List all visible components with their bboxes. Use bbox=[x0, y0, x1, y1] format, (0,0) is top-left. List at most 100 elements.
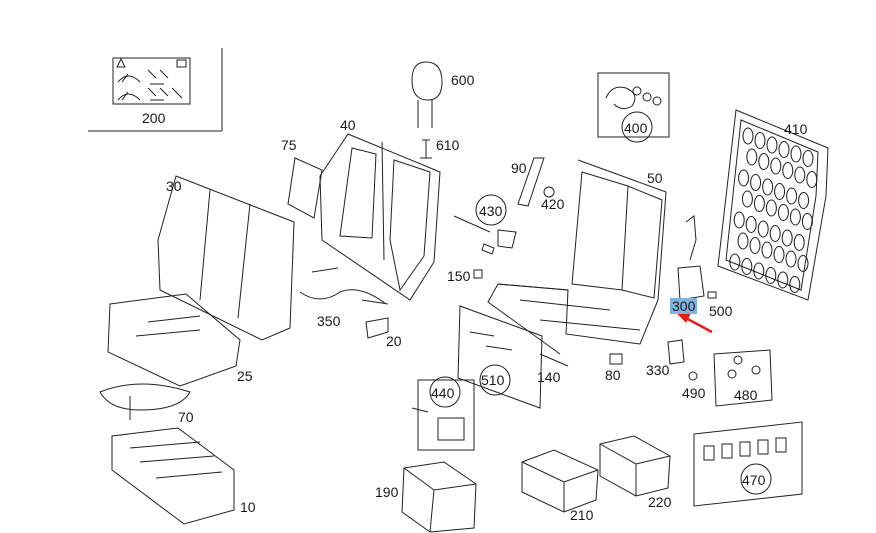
hex-cell bbox=[773, 246, 785, 263]
callout-490: 490 bbox=[682, 385, 706, 401]
hex-cell bbox=[761, 241, 773, 259]
callout-480: 480 bbox=[734, 387, 758, 403]
hex-cell bbox=[738, 169, 750, 187]
warning-label-figure bbox=[88, 48, 223, 132]
tray-220-figure bbox=[599, 435, 671, 497]
group-470-figure bbox=[693, 421, 803, 507]
callout-75: 75 bbox=[281, 137, 297, 153]
hex-cell bbox=[741, 190, 753, 208]
headrest-guide-figure bbox=[420, 139, 432, 159]
hex-cell bbox=[781, 229, 793, 247]
group-400-figure bbox=[597, 72, 670, 143]
callout-430: 430 bbox=[479, 203, 503, 219]
backrest-cushion-figure bbox=[157, 175, 295, 341]
honeycomb-mat-figure bbox=[717, 109, 829, 301]
hex-cell bbox=[785, 250, 797, 268]
hex-cell bbox=[746, 148, 758, 166]
callout-440: 440 bbox=[431, 385, 455, 401]
bolt-80-figure bbox=[609, 353, 623, 365]
callout-190: 190 bbox=[375, 484, 399, 500]
hex-cell bbox=[753, 262, 765, 280]
callout-40: 40 bbox=[340, 117, 356, 133]
hex-cells bbox=[729, 127, 818, 293]
hex-cell bbox=[762, 178, 774, 196]
hex-cell bbox=[797, 255, 809, 272]
hex-cell bbox=[782, 162, 794, 179]
hex-cell bbox=[774, 183, 786, 200]
callout-140: 140 bbox=[537, 369, 561, 385]
hex-cell bbox=[770, 157, 782, 175]
callout-300-highlighted: 300 bbox=[670, 298, 698, 314]
nut-420-figure bbox=[543, 186, 555, 198]
hex-cell bbox=[789, 208, 801, 226]
screw-150-figure bbox=[473, 269, 483, 279]
callout-420: 420 bbox=[541, 196, 565, 212]
callout-90: 90 bbox=[511, 160, 527, 176]
hex-cell bbox=[793, 234, 805, 251]
backrest-frame-figure bbox=[319, 133, 441, 301]
hex-cell bbox=[778, 141, 790, 158]
hex-cell bbox=[766, 136, 778, 154]
bracket-20-figure bbox=[365, 317, 389, 339]
hex-cell bbox=[765, 267, 777, 284]
hex-cell bbox=[754, 132, 766, 149]
hex-cell bbox=[741, 258, 753, 275]
tray-210-figure bbox=[521, 449, 599, 513]
callout-20: 20 bbox=[386, 333, 402, 349]
hex-cell bbox=[777, 204, 789, 221]
seat-cushion-figure bbox=[107, 293, 241, 387]
callout-30: 30 bbox=[166, 178, 182, 194]
group-440-figure bbox=[411, 376, 475, 451]
hex-cell bbox=[794, 166, 806, 184]
callout-350: 350 bbox=[317, 313, 341, 329]
hex-cell bbox=[749, 237, 761, 254]
callout-80: 80 bbox=[605, 367, 621, 383]
pin-140-figure bbox=[539, 353, 569, 367]
hex-cell bbox=[753, 195, 765, 212]
hex-cell bbox=[750, 174, 762, 191]
callout-200: 200 bbox=[142, 110, 166, 126]
hex-cell bbox=[765, 199, 777, 217]
callout-150: 150 bbox=[447, 268, 471, 284]
hex-cell bbox=[745, 216, 757, 233]
hex-cell bbox=[798, 192, 810, 209]
callout-500: 500 bbox=[709, 303, 733, 319]
hex-cell bbox=[806, 171, 818, 188]
group-510-figure bbox=[457, 305, 543, 409]
hex-cell bbox=[758, 153, 770, 170]
callout-25: 25 bbox=[237, 368, 253, 384]
hex-cell bbox=[777, 271, 789, 289]
hex-cell bbox=[786, 187, 798, 205]
callout-510: 510 bbox=[481, 372, 505, 388]
hex-cell bbox=[737, 232, 749, 250]
callout-220: 220 bbox=[648, 494, 672, 510]
cover-75-figure bbox=[287, 157, 323, 219]
hex-cell bbox=[769, 225, 781, 242]
callout-50: 50 bbox=[647, 170, 663, 186]
highlight-arrow bbox=[676, 313, 713, 334]
callout-330: 330 bbox=[646, 362, 670, 378]
callout-470: 470 bbox=[742, 472, 766, 488]
hex-cell bbox=[801, 213, 813, 230]
hex-cell bbox=[733, 211, 745, 229]
strap-90-figure bbox=[517, 157, 545, 207]
callout-410: 410 bbox=[784, 121, 808, 137]
hex-cell bbox=[802, 150, 814, 167]
group-480-figure bbox=[713, 349, 773, 407]
headrest-figure bbox=[411, 61, 443, 128]
group-430-figure bbox=[453, 194, 517, 255]
callout-610: 610 bbox=[436, 137, 460, 153]
callout-600: 600 bbox=[451, 72, 475, 88]
box-190-figure bbox=[401, 461, 477, 533]
hex-cell bbox=[729, 253, 741, 271]
callout-10: 10 bbox=[240, 499, 256, 515]
hex-cell bbox=[757, 220, 769, 238]
wiring-figure bbox=[299, 267, 389, 305]
callout-210: 210 bbox=[570, 507, 594, 523]
hex-cell bbox=[790, 145, 802, 163]
screw-490-figure bbox=[688, 371, 698, 381]
hex-cell bbox=[789, 276, 801, 293]
seat-cover-figure bbox=[111, 427, 235, 525]
